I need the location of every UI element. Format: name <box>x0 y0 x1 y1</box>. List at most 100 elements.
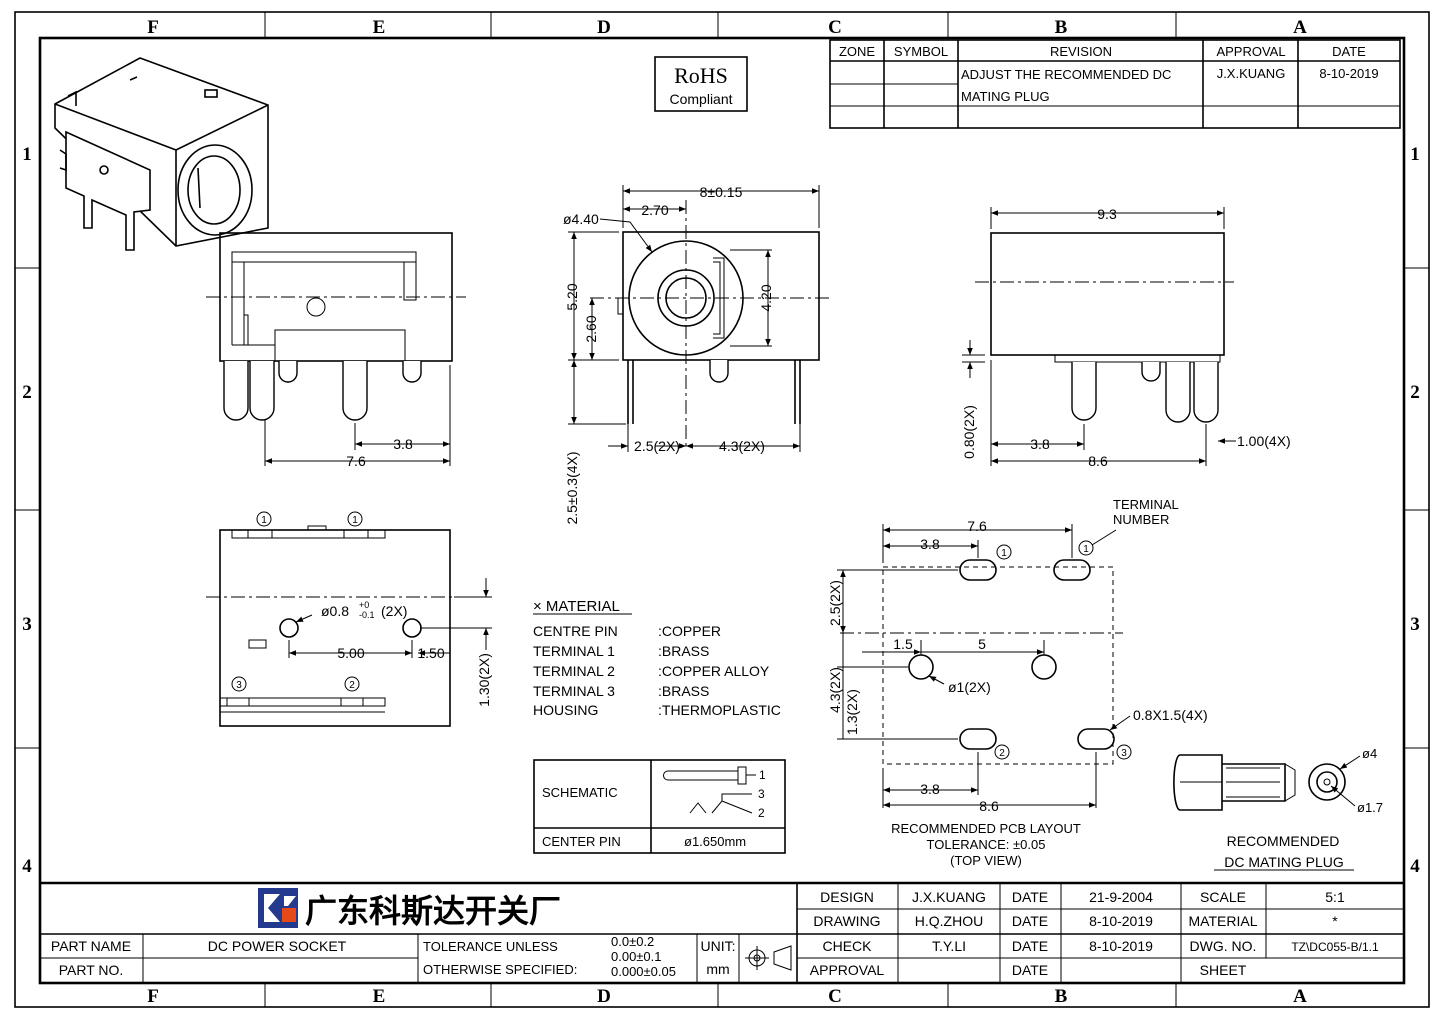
svg-text:7.6: 7.6 <box>967 518 987 534</box>
svg-text:T.Y.LI: T.Y.LI <box>932 938 966 954</box>
svg-text:4.3(2X): 4.3(2X) <box>719 438 765 454</box>
svg-text:5.00: 5.00 <box>337 645 364 661</box>
svg-text:NUMBER: NUMBER <box>1113 512 1169 527</box>
svg-text:8-10-2019: 8-10-2019 <box>1319 66 1378 81</box>
side-view: 3.8 7.6 <box>206 232 466 469</box>
svg-text:8.6: 8.6 <box>1088 453 1108 469</box>
svg-text:1: 1 <box>261 515 267 526</box>
row-label: 1 <box>22 144 32 165</box>
svg-text:TOLERANCE UNLESS: TOLERANCE UNLESS <box>423 939 558 954</box>
svg-text::COPPER: :COPPER <box>658 623 721 639</box>
svg-text:DESIGN: DESIGN <box>820 889 874 905</box>
svg-text:Compliant: Compliant <box>669 91 732 107</box>
front-view: 8±0.15 2.70 ø4.40 5.20 2.60 4.20 2.5±0.3… <box>563 184 830 525</box>
pcb-layout: 1 1 2 3 TERMINAL NUMBER 7.6 3.8 2.5(2X) … <box>827 497 1208 868</box>
svg-text:DATE: DATE <box>1012 913 1048 929</box>
svg-text:2: 2 <box>758 806 765 820</box>
col-label: A <box>1293 986 1307 1007</box>
svg-text:PART NO.: PART NO. <box>59 962 124 978</box>
svg-text:ø1(2X): ø1(2X) <box>948 679 991 695</box>
svg-text:TOLERANCE: ±0.05: TOLERANCE: ±0.05 <box>927 837 1046 852</box>
svg-text:1: 1 <box>1083 544 1089 555</box>
svg-text:5.20: 5.20 <box>564 283 580 310</box>
col-label: E <box>373 17 386 38</box>
svg-text:SHEET: SHEET <box>1200 962 1247 978</box>
sheet-frame <box>14 11 1430 1008</box>
svg-text:TERMINAL 2: TERMINAL 2 <box>533 663 615 679</box>
svg-text::BRASS: :BRASS <box>658 643 709 659</box>
svg-text:4.3(2X): 4.3(2X) <box>827 667 843 713</box>
row-label: 1 <box>1410 144 1420 165</box>
svg-text:RECOMMENDED PCB LAYOUT: RECOMMENDED PCB LAYOUT <box>891 821 1081 836</box>
svg-text:RECOMMENDED: RECOMMENDED <box>1227 833 1340 849</box>
col-label: D <box>597 17 611 38</box>
svg-text:21-9-2004: 21-9-2004 <box>1089 889 1153 905</box>
svg-text:3.8: 3.8 <box>1030 436 1050 452</box>
right-view: 9.3 0.80(2X) 3.8 8.6 1.00(4X) <box>961 206 1291 469</box>
row-label: 3 <box>22 614 32 635</box>
svg-text:RoHS: RoHS <box>674 63 728 88</box>
svg-text:0.80(2X): 0.80(2X) <box>961 405 977 459</box>
svg-text:CENTER PIN: CENTER PIN <box>542 834 621 849</box>
row-label: 2 <box>22 382 32 403</box>
svg-text:0.000±0.05: 0.000±0.05 <box>611 964 676 979</box>
svg-text:0.8X1.5(4X): 0.8X1.5(4X) <box>1133 707 1208 723</box>
svg-text:4.20: 4.20 <box>758 284 774 311</box>
company-logo <box>258 888 298 928</box>
col-label: C <box>828 17 842 38</box>
rohs-logo: RoHS Compliant <box>654 56 748 112</box>
col-label: F <box>147 17 159 38</box>
schematic-table: SCHEMATIC CENTER PIN ø1.650mm 1 3 2 <box>533 759 786 854</box>
svg-text:3: 3 <box>758 787 765 801</box>
svg-text:TERMINAL 1: TERMINAL 1 <box>533 643 615 659</box>
svg-text:2.70: 2.70 <box>641 202 668 218</box>
svg-text:MATERIAL: MATERIAL <box>1189 913 1258 929</box>
svg-text:DWG. NO.: DWG. NO. <box>1190 938 1257 954</box>
svg-text:1.50: 1.50 <box>417 645 444 661</box>
mating-plug: ø4 ø1.7 RECOMMENDED DC MATING PLUG <box>1173 746 1383 871</box>
svg-text:APPROVAL: APPROVAL <box>1216 44 1285 59</box>
svg-text:2.5±0.3(4X): 2.5±0.3(4X) <box>564 451 580 524</box>
col-label: B <box>1055 986 1068 1007</box>
svg-text:0.0±0.2: 0.0±0.2 <box>611 934 654 949</box>
svg-text:MATING PLUG: MATING PLUG <box>961 89 1050 104</box>
svg-text:1: 1 <box>759 768 766 782</box>
col-label: C <box>828 986 842 1007</box>
svg-text:DATE: DATE <box>1012 938 1048 954</box>
svg-text:SCHEMATIC: SCHEMATIC <box>542 785 618 800</box>
company-name: 广东科斯达开关厂 <box>305 892 561 930</box>
svg-text:1: 1 <box>1001 548 1007 559</box>
svg-text:+0: +0 <box>359 600 369 610</box>
title-block: 广东科斯达开关厂 PART NAME DC POWER SOCKET PART … <box>40 881 1404 983</box>
svg-text:1.3(2X): 1.3(2X) <box>844 689 860 735</box>
svg-text:TERMINAL 3: TERMINAL 3 <box>533 683 615 699</box>
col-label: E <box>373 986 386 1007</box>
svg-text:2: 2 <box>999 748 1005 759</box>
svg-text:8-10-2019: 8-10-2019 <box>1089 913 1153 929</box>
svg-text:TERMINAL: TERMINAL <box>1113 497 1179 512</box>
zone-labels: F E D C B A F E D C B A 1 2 3 4 1 2 3 4 <box>22 17 1420 1007</box>
svg-text:3.8: 3.8 <box>920 536 940 552</box>
svg-text:7.6: 7.6 <box>346 453 366 469</box>
svg-text:CENTRE PIN: CENTRE PIN <box>533 623 618 639</box>
col-label: A <box>1293 17 1307 38</box>
svg-text:(TOP VIEW): (TOP VIEW) <box>950 853 1022 868</box>
svg-text:ADJUST THE RECOMMENDED DC: ADJUST THE RECOMMENDED DC <box>961 67 1171 82</box>
svg-text:1.30(2X): 1.30(2X) <box>476 653 492 707</box>
svg-text:DATE: DATE <box>1332 44 1366 59</box>
isometric-view <box>54 57 269 251</box>
row-label: 4 <box>1410 856 1420 877</box>
svg-text:ø1.7: ø1.7 <box>1357 800 1383 815</box>
svg-text:CHECK: CHECK <box>822 938 872 954</box>
svg-text:ø4: ø4 <box>1362 746 1377 761</box>
svg-text:ø0.8: ø0.8 <box>321 603 349 619</box>
svg-text:(2X): (2X) <box>381 603 407 619</box>
row-label: 3 <box>1410 614 1420 635</box>
svg-text:3.8: 3.8 <box>920 781 940 797</box>
svg-text:3.8: 3.8 <box>393 436 413 452</box>
svg-text:ø4.40: ø4.40 <box>563 211 599 227</box>
material-list: × MATERIAL CENTRE PIN :COPPER TERMINAL 1… <box>533 598 781 718</box>
svg-text:5: 5 <box>978 636 986 652</box>
svg-text:HOUSING: HOUSING <box>533 702 598 718</box>
svg-text:SCALE: SCALE <box>1200 889 1246 905</box>
